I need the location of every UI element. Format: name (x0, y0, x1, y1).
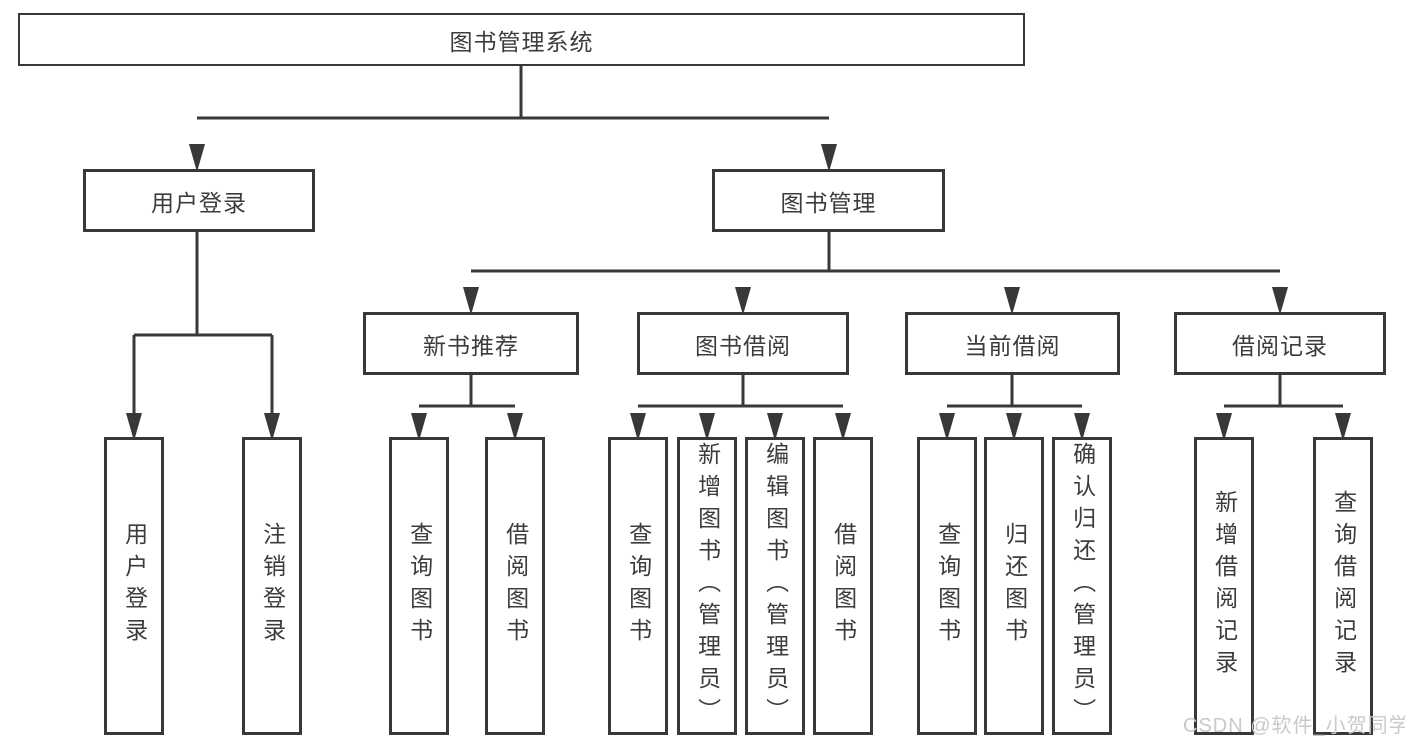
node-book-management: 图书管理 (712, 169, 945, 232)
arrowhead-down (1272, 287, 1288, 315)
arrowhead-down (1335, 413, 1351, 441)
arrowhead-down (264, 413, 280, 441)
leaf-borrow-books-1-label: 借阅图书 (502, 522, 529, 650)
connector-new-books-children (411, 375, 523, 441)
node-current-borrow: 当前借阅 (905, 312, 1120, 375)
leaf-borrow-books-2-label: 借阅图书 (830, 522, 857, 650)
node-book-management-label: 图书管理 (780, 189, 877, 216)
leaf-add-borrow-record-label: 新增借阅记录 (1211, 490, 1238, 682)
node-book-borrow: 图书借阅 (637, 312, 849, 375)
arrowhead-down (939, 413, 955, 441)
leaf-query-borrow-record-label: 查询借阅记录 (1330, 490, 1357, 682)
leaf-return-book: 归还图书 (984, 437, 1044, 735)
node-book-borrow-label: 图书借阅 (695, 332, 791, 359)
arrowhead-down (1004, 287, 1020, 315)
arrowhead-down (630, 413, 646, 441)
leaf-add-book-admin: 新增图书（管理员） (677, 437, 737, 735)
leaf-logout-label: 注销登录 (259, 522, 286, 650)
leaf-add-borrow-record: 新增借阅记录 (1194, 437, 1254, 735)
node-current-borrow-label: 当前借阅 (964, 332, 1061, 359)
leaf-query-books-1-label: 查询图书 (406, 522, 433, 650)
leaf-add-book-admin-label: 新增图书（管理员） (694, 442, 721, 730)
connector-root-to-level2 (189, 65, 837, 172)
leaf-edit-book-admin-label: 编辑图书（管理员） (762, 442, 789, 730)
node-new-book-recommend-label: 新书推荐 (423, 332, 519, 359)
leaf-query-books-3: 查询图书 (917, 437, 977, 735)
leaf-query-borrow-record: 查询借阅记录 (1313, 437, 1373, 735)
leaf-return-book-label: 归还图书 (1001, 522, 1028, 650)
arrowhead-down (735, 287, 751, 315)
arrowhead-down (1216, 413, 1232, 441)
connector-book-mgmt-to-sections (463, 232, 1288, 315)
arrowhead-down (1006, 413, 1022, 441)
leaf-query-books-1: 查询图书 (389, 437, 449, 735)
arrowhead-down (821, 144, 837, 172)
arrowhead-down (699, 413, 715, 441)
connector-current-borrow-children (939, 375, 1090, 441)
node-user-login: 用户登录 (83, 169, 315, 232)
leaf-edit-book-admin: 编辑图书（管理员） (745, 437, 805, 735)
leaf-confirm-return-admin: 确认归还（管理员） (1052, 437, 1112, 735)
leaf-query-books-2: 查询图书 (608, 437, 668, 735)
arrowhead-down (507, 413, 523, 441)
node-root-label: 图书管理系统 (449, 28, 594, 55)
leaf-query-books-3-label: 查询图书 (934, 522, 961, 650)
leaf-query-books-2-label: 查询图书 (625, 522, 652, 650)
arrowhead-down (463, 287, 479, 315)
connector-borrow-records-children (1216, 375, 1351, 441)
arrowhead-down (1074, 413, 1090, 441)
leaf-confirm-return-admin-label: 确认归还（管理员） (1069, 442, 1096, 730)
node-borrow-records: 借阅记录 (1174, 312, 1386, 375)
leaf-user-login-label: 用户登录 (121, 522, 148, 650)
connector-user-login-children (126, 232, 280, 441)
arrowhead-down (767, 413, 783, 441)
arrowhead-down (126, 413, 142, 441)
arrowhead-down (835, 413, 851, 441)
leaf-borrow-books-1: 借阅图书 (485, 437, 545, 735)
node-new-book-recommend: 新书推荐 (363, 312, 579, 375)
leaf-user-login: 用户登录 (104, 437, 164, 735)
node-root: 图书管理系统 (18, 13, 1025, 66)
csdn-watermark: CSDN @软件_小贺同学 (1183, 715, 1405, 737)
leaf-logout: 注销登录 (242, 437, 302, 735)
connector-book-borrow-children (630, 375, 851, 441)
node-user-login-label: 用户登录 (151, 189, 247, 216)
arrowhead-down (189, 144, 205, 172)
node-borrow-records-label: 借阅记录 (1232, 332, 1328, 359)
leaf-borrow-books-2: 借阅图书 (813, 437, 873, 735)
arrowhead-down (411, 413, 427, 441)
